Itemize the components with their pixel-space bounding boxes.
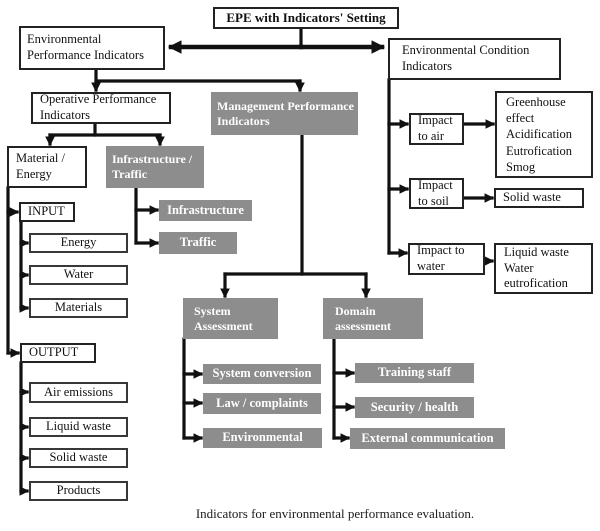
node-products: Products	[29, 481, 128, 501]
node-water-impact-effects: Liquid waste Water eutrofication	[494, 243, 593, 294]
node-traffic: Traffic	[159, 232, 237, 254]
node-management-performance-indicators: Management Performance Indicators	[211, 92, 358, 135]
node-energy: Energy	[29, 233, 128, 253]
node-material-energy: Material / Energy	[7, 146, 87, 188]
node-air-impact-effects: Greenhouse effect Acidification Eutrofic…	[495, 91, 593, 178]
node-materials: Materials	[29, 298, 128, 318]
node-infrastructure-traffic: Infrastructure / Traffic	[106, 146, 204, 188]
node-impact-to-soil: Impact to soil	[409, 178, 464, 209]
node-operative-performance-indicators: Operative Performance Indicators	[31, 92, 171, 124]
node-impact-to-air: Impact to air	[409, 113, 464, 145]
node-water: Water	[29, 265, 128, 285]
node-input: INPUT	[19, 202, 75, 222]
node-liquid-waste: Liquid waste	[29, 417, 128, 437]
node-air-emissions: Air emissions	[29, 382, 128, 403]
node-training-staff: Training staff	[355, 363, 474, 383]
figure-caption: Indicators for environmental performance…	[195, 506, 475, 521]
node-impact-to-water: Impact to water	[408, 243, 485, 275]
node-environmental-performance-indicators: Environmental Performance Indicators	[19, 26, 165, 70]
node-output: OUTPUT	[20, 343, 96, 363]
node-system-conversion: System conversion	[203, 364, 321, 384]
node-environmental: Environmental	[203, 428, 322, 448]
node-solid-waste: Solid waste	[29, 448, 128, 468]
node-soil-impact-effects: Solid waste	[494, 188, 584, 208]
node-law-complaints: Law / complaints	[203, 393, 321, 414]
node-environmental-condition-indicators: Environmental Condition Indicators	[388, 38, 561, 80]
node-epe-title: EPE with Indicators' Setting	[213, 7, 399, 29]
node-infrastructure: Infrastructure	[159, 200, 252, 221]
node-security-health: Security / health	[355, 397, 474, 418]
node-domain-assessment: Domain assessment	[323, 298, 423, 339]
node-external-communication: External communication	[350, 428, 505, 449]
node-system-assessment: System Assessment	[183, 298, 278, 339]
